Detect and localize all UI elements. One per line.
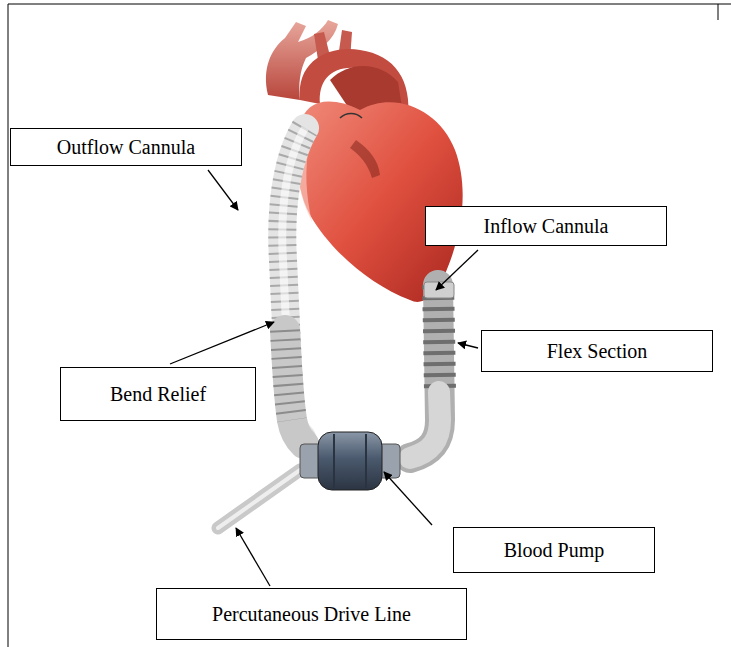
callout-box: Bend Relief — [60, 367, 256, 421]
part-label: Inflow Cannula — [484, 214, 609, 238]
callout-box: Inflow Cannula — [425, 206, 667, 246]
callout-box: Blood Pump — [453, 527, 655, 573]
part-label: Flex Section — [547, 339, 648, 363]
callout-box: Flex Section — [481, 330, 713, 372]
part-label: Outflow Cannula — [57, 135, 195, 159]
part-label: Percutaneous Drive Line — [212, 602, 411, 626]
callout-box: Outflow Cannula — [10, 128, 242, 166]
part-label: Blood Pump — [504, 538, 605, 562]
part-label: Bend Relief — [110, 382, 206, 406]
callout-box: Percutaneous Drive Line — [156, 588, 467, 640]
